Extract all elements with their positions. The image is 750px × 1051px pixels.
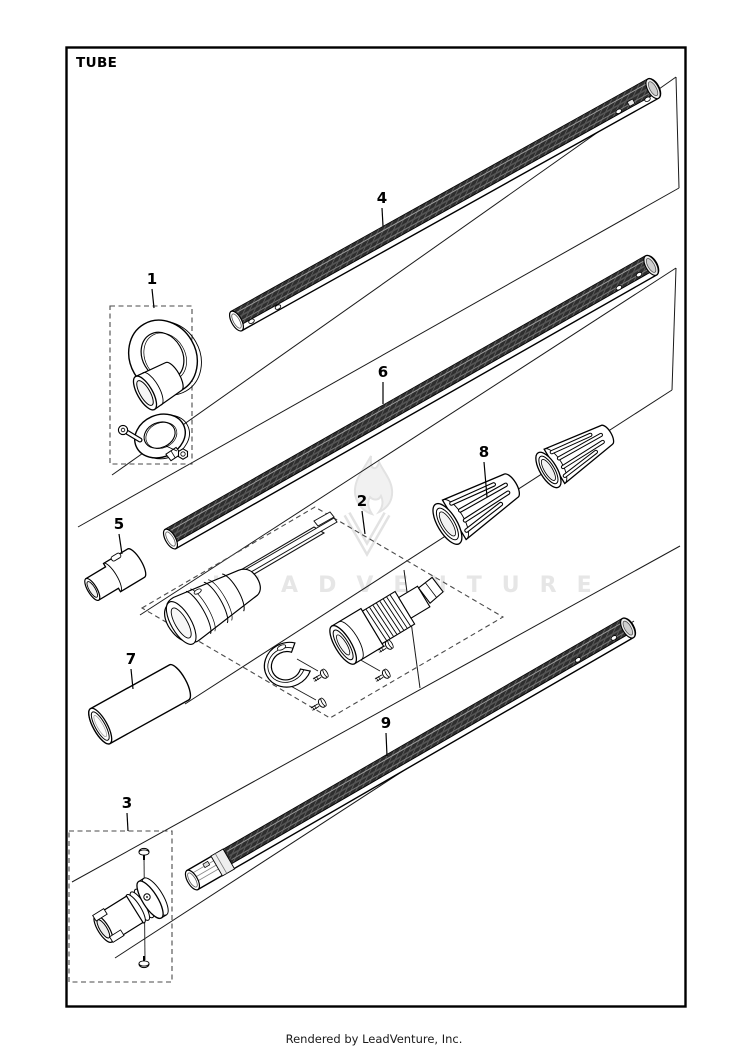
- tube-middle-shaft: [162, 254, 660, 550]
- callout-label-7: 7: [126, 650, 136, 668]
- flame-watermark-icon: [353, 455, 394, 516]
- callout-1: 1: [147, 270, 157, 309]
- part-5-adapter-sleeve: [84, 548, 147, 602]
- part-1-hanger-assembly: [117, 319, 202, 462]
- coupler-cylinder: [329, 576, 444, 665]
- part-2-coupler-assembly: [164, 511, 444, 715]
- tube-lower-shaft: [184, 617, 637, 891]
- callout-label-5: 5: [114, 515, 124, 533]
- panel-separator-lines: [71, 76, 681, 959]
- watermark: LEADVENTURE: [212, 455, 612, 598]
- part-3-end-coupler-assembly: [92, 847, 169, 969]
- clamp-nut: [177, 448, 189, 460]
- end-coupler-screw-top: [138, 847, 150, 860]
- callouts: 1 2 3 4 5 6 7 8: [114, 189, 489, 832]
- part-7-tube-sleeve: [88, 663, 192, 745]
- callout-label-3: 3: [122, 794, 132, 812]
- tube-upper-shaft: [228, 77, 662, 332]
- callout-label-8: 8: [479, 443, 489, 461]
- clamp-bolt-head: [117, 424, 129, 436]
- clamp-bracket: [164, 568, 261, 645]
- dashed-group-box-3: [68, 830, 173, 983]
- dashed-group-box-1: [109, 305, 193, 465]
- end-coupler-screw-bottom: [138, 956, 150, 969]
- callout-7: 7: [126, 650, 136, 690]
- callout-5: 5: [114, 515, 124, 555]
- callout-2: 2: [357, 492, 367, 535]
- part-8-cone-couplers: [432, 424, 615, 545]
- callout-label-2: 2: [357, 492, 367, 510]
- callout-3: 3: [122, 794, 132, 832]
- callout-9: 9: [381, 714, 391, 757]
- callout-label-6: 6: [378, 363, 388, 381]
- callout-6: 6: [378, 363, 388, 404]
- dashed-group-box-2: [140, 506, 505, 719]
- watermark-brand-text: LEADVENTURE: [212, 573, 612, 598]
- callout-label-9: 9: [381, 714, 391, 732]
- callout-4: 4: [377, 189, 387, 227]
- callout-label-1: 1: [147, 270, 157, 288]
- page-title: TUBE: [76, 55, 117, 71]
- callout-8: 8: [479, 443, 489, 498]
- footer-credit: Rendered by LeadVenture, Inc.: [286, 1032, 463, 1046]
- callout-label-4: 4: [377, 189, 387, 207]
- v-watermark-inner: [345, 513, 389, 553]
- half-shell-clamp: [263, 641, 312, 688]
